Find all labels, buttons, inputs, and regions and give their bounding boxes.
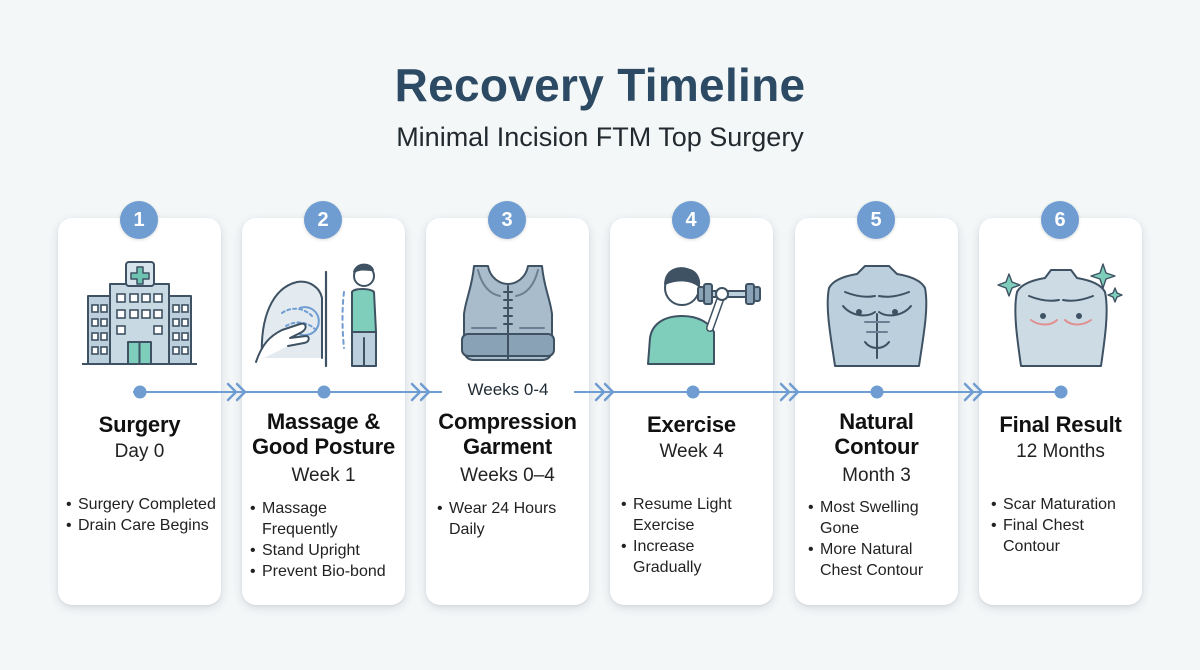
timeline-arrow <box>779 382 791 402</box>
timeline-dot <box>133 385 147 399</box>
list-item: Resume Light Exercise <box>621 494 766 536</box>
timeline-arrow <box>235 382 247 402</box>
list-item: Massage Frequently <box>250 498 395 540</box>
list-item: Prevent Bio-bond <box>250 561 395 582</box>
list-item: Most Swelling Gone <box>808 497 943 539</box>
stage-number-badge: 1 <box>120 201 158 239</box>
hospital-icon <box>58 258 221 368</box>
list-item: Surgery Completed <box>66 494 216 515</box>
stage-name: Natural Contour <box>834 409 919 459</box>
timeline-period-label: Weeks 0-4 <box>442 380 574 400</box>
stage-time: 12 Months <box>1016 441 1105 462</box>
list-item: Stand Upright <box>250 540 395 561</box>
stage-time: Day 0 <box>114 441 165 462</box>
stage-name: Surgery <box>98 412 181 437</box>
stage-number-badge: 2 <box>304 201 342 239</box>
page-title: Recovery Timeline <box>394 59 806 111</box>
list-item: Increase Gradually <box>621 536 766 578</box>
timeline-dot <box>1054 385 1068 399</box>
stage-time: Week 4 <box>659 441 724 462</box>
stage-bullets: Most Swelling Gone More Natural Chest Co… <box>808 497 943 581</box>
stage-number-badge: 3 <box>488 201 526 239</box>
list-item: More Natural Chest Contour <box>808 539 943 581</box>
timeline-dot <box>686 385 700 399</box>
stage-bullets: Scar Maturation Final Chest Contour <box>991 494 1131 557</box>
stage-card-3 <box>426 218 589 605</box>
stage-name: Exercise <box>647 412 736 437</box>
timeline-arrow <box>788 382 800 402</box>
compression-vest-icon <box>426 258 589 368</box>
stage-bullets: Surgery Completed Drain Care Begins <box>66 494 216 536</box>
page-subtitle: Minimal Incision FTM Top Surgery <box>396 122 804 152</box>
list-item: Final Chest Contour <box>991 515 1131 557</box>
stage-time: Weeks 0–4 <box>460 465 555 486</box>
timeline-arrow <box>419 382 431 402</box>
chest-contour-icon <box>795 258 958 368</box>
massage-posture-icon <box>242 258 405 368</box>
stage-bullets: Massage Frequently Stand Upright Prevent… <box>250 498 395 582</box>
stage-number-badge: 4 <box>672 201 710 239</box>
timeline-dot <box>317 385 331 399</box>
timeline-arrow <box>410 382 422 402</box>
timeline-track <box>133 382 1068 402</box>
stage-name: Massage & Good Posture <box>251 409 396 459</box>
stage-name: Final Result <box>999 412 1122 437</box>
stage-time: Month 3 <box>842 465 911 486</box>
timeline-dot <box>870 385 884 399</box>
final-chest-icon <box>979 258 1142 368</box>
list-item: Drain Care Begins <box>66 515 216 536</box>
stage-bullets: Resume Light Exercise Increase Gradually <box>621 494 766 578</box>
dumbbell-person-icon <box>610 258 773 368</box>
timeline-arrow <box>963 382 975 402</box>
list-item: Wear 24 Hours Daily <box>437 498 572 540</box>
timeline-arrow <box>603 382 615 402</box>
timeline-arrow <box>972 382 984 402</box>
timeline-arrow <box>594 382 606 402</box>
stage-time: Week 1 <box>291 465 356 486</box>
timeline-arrow <box>226 382 238 402</box>
stage-number-badge: 6 <box>1041 201 1079 239</box>
stage-bullets: Wear 24 Hours Daily <box>437 498 572 540</box>
list-item: Scar Maturation <box>991 494 1131 515</box>
stage-name: Compression Garment <box>438 409 577 459</box>
stage-number-badge: 5 <box>857 201 895 239</box>
